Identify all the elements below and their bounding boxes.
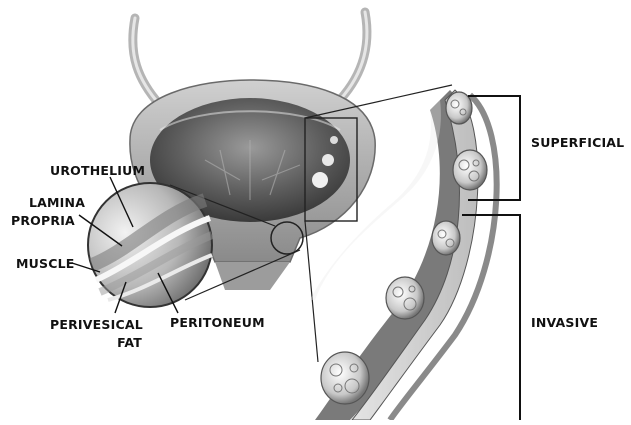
label-perivesical: PERIVESICAL	[50, 318, 142, 332]
label-invasive: INVASIVE	[531, 316, 598, 330]
tumor-superficial-2	[453, 150, 487, 190]
label-fat: FAT	[50, 336, 142, 350]
ureter-right	[335, 12, 367, 105]
tumor-invasive-2	[386, 277, 424, 319]
tumor-invasive-3	[321, 352, 369, 404]
label-peritoneum: PERITONEUM	[170, 316, 265, 330]
ureter-left	[133, 18, 160, 105]
label-propria: PROPRIA	[11, 214, 75, 228]
label-superficial: SUPERFICIAL	[531, 136, 624, 150]
label-urothelium: UROTHELIUM	[50, 164, 145, 178]
tumor-invasive-1	[432, 221, 460, 255]
label-lamina: LAMINA	[29, 196, 85, 210]
label-muscle: MUSCLE	[16, 257, 74, 271]
magnified-wall-circle	[88, 183, 212, 307]
